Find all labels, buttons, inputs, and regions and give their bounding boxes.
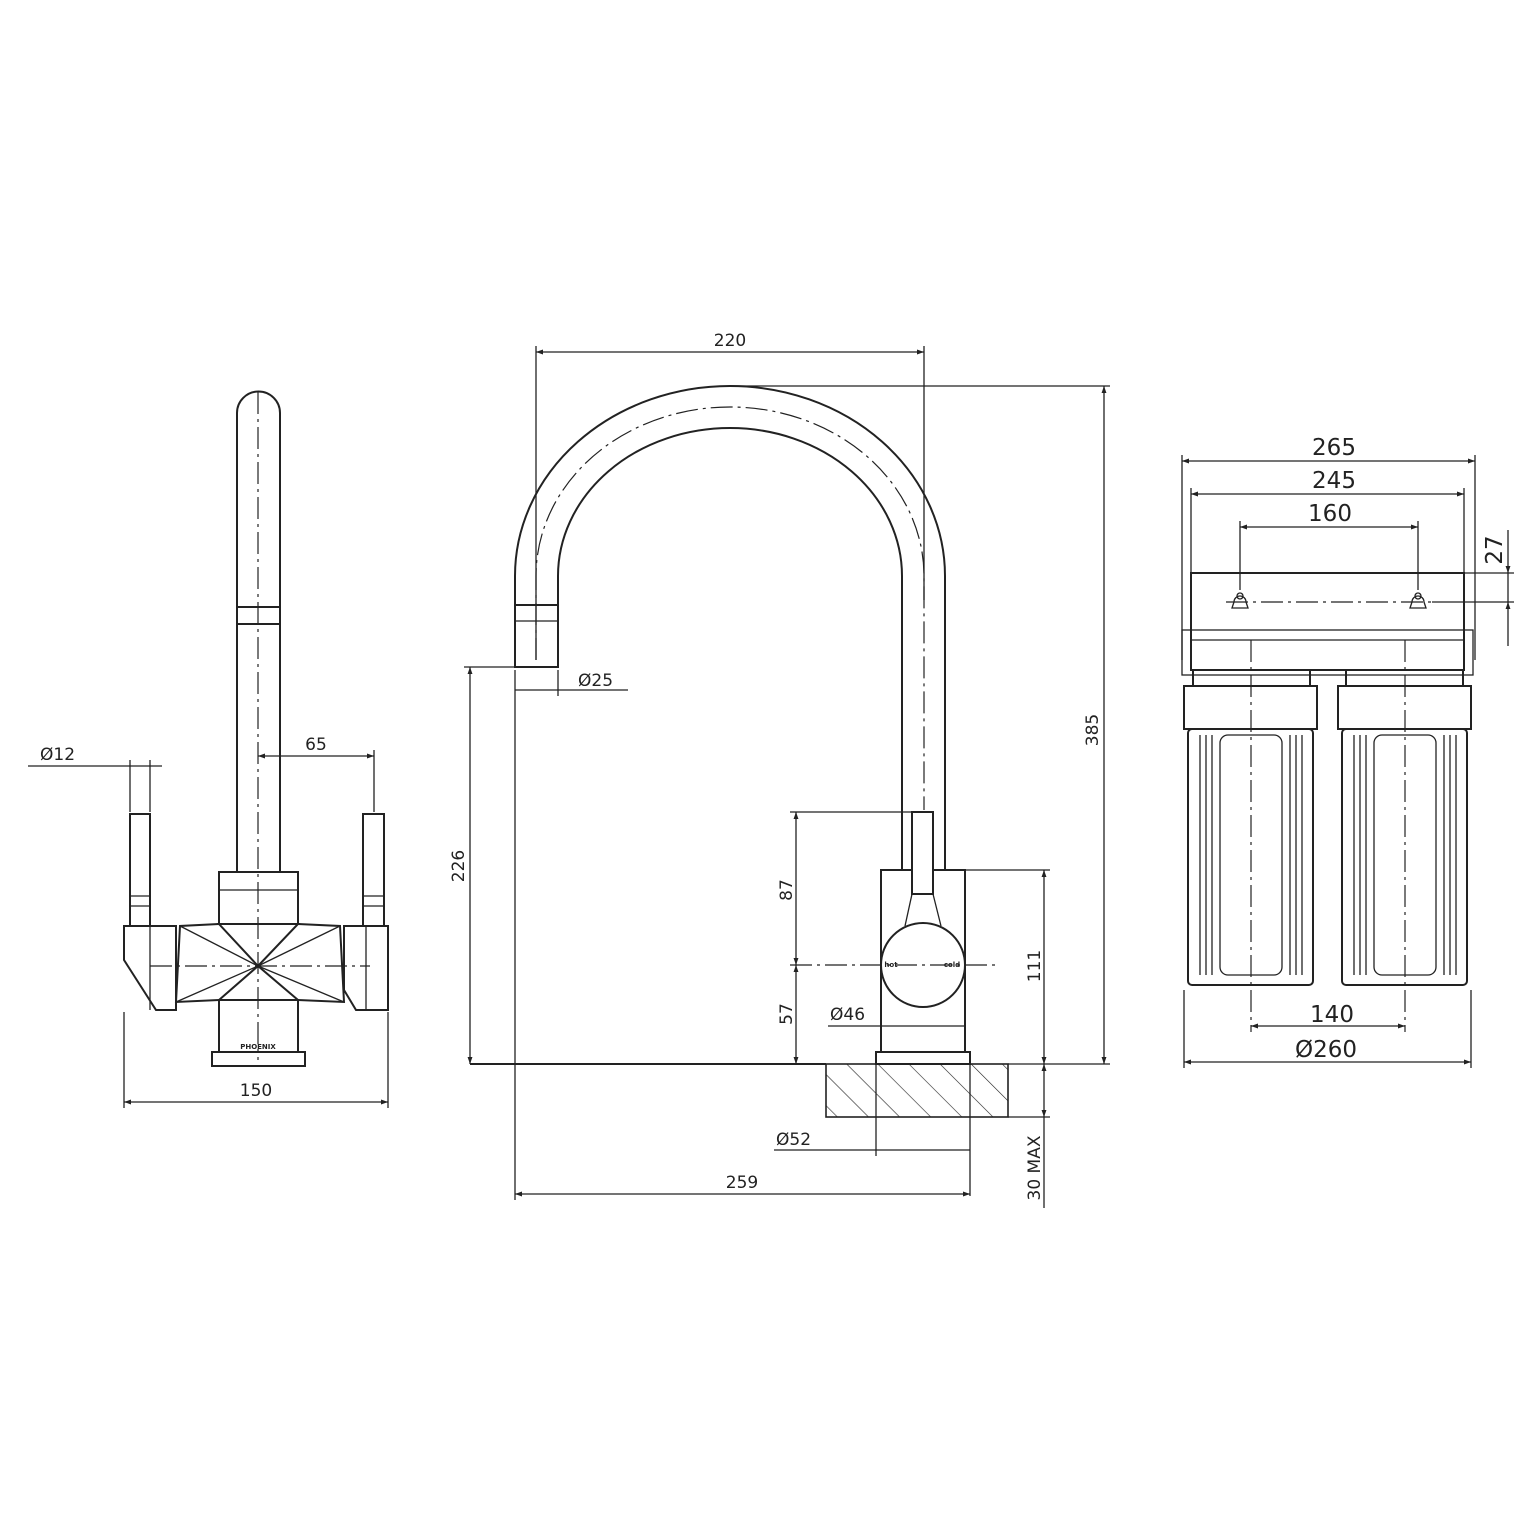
side-label-hot: hot: [884, 961, 898, 969]
side-bench-section: [825, 1063, 1009, 1118]
side-lever: [911, 811, 934, 895]
filter-mount-hole-right: [1409, 592, 1427, 609]
front-base-plate: [211, 1051, 306, 1067]
front-body-label: PHOENIX: [240, 1043, 276, 1051]
side-dim-lever-height: 87: [777, 879, 797, 901]
front-view: PHOENIX Ø12 65 150: [28, 390, 389, 1108]
side-dim-body-dia: Ø46: [830, 1005, 865, 1025]
filter-bracket: [1190, 572, 1465, 671]
front-left-lever: [129, 813, 151, 927]
side-spout-inner: [557, 427, 903, 605]
side-dim-spout-height: 226: [449, 850, 469, 882]
side-dim-bench-max: 30 MAX: [1025, 1135, 1045, 1200]
side-dim-base-dia: Ø52: [776, 1130, 811, 1150]
front-dim-width: 150: [240, 1081, 272, 1101]
side-dim-lower-height: 57: [777, 1003, 797, 1025]
front-right-lever: [362, 813, 385, 927]
filter-dim-hole-offset: 27: [1482, 535, 1508, 564]
front-spout: [236, 390, 281, 872]
side-dim-reach-top: 220: [714, 331, 746, 351]
front-dim-lever-offset: 65: [305, 735, 327, 755]
filter-dim-canister-dia: Ø260: [1295, 1037, 1357, 1063]
side-spout-outer: [514, 385, 946, 605]
front-dim-lever-dia: Ø12: [40, 745, 75, 765]
side-base-ring: [875, 1051, 971, 1065]
front-left-handle-body: [123, 925, 177, 1011]
filter-dim-bracket-width: 245: [1312, 468, 1356, 494]
side-dim-reach-bottom: 259: [726, 1173, 758, 1193]
side-dim-total-height: 385: [1083, 714, 1103, 746]
filter-view: 265 245 160 27 140 Ø260: [1181, 435, 1514, 1068]
filter-mount-hole-left: [1231, 592, 1249, 609]
filter-dim-hole-spacing: 160: [1308, 501, 1352, 527]
side-view: hot cold 220 385 Ø25 226 87 57 111: [449, 331, 1110, 1208]
side-dim-body-height: 111: [1025, 950, 1045, 982]
front-valve-body: [216, 923, 301, 1001]
filter-dim-overall-width: 265: [1312, 435, 1356, 461]
side-dim-outlet-dia: Ø25: [578, 671, 613, 691]
filter-dim-canister-spacing: 140: [1310, 1002, 1354, 1028]
